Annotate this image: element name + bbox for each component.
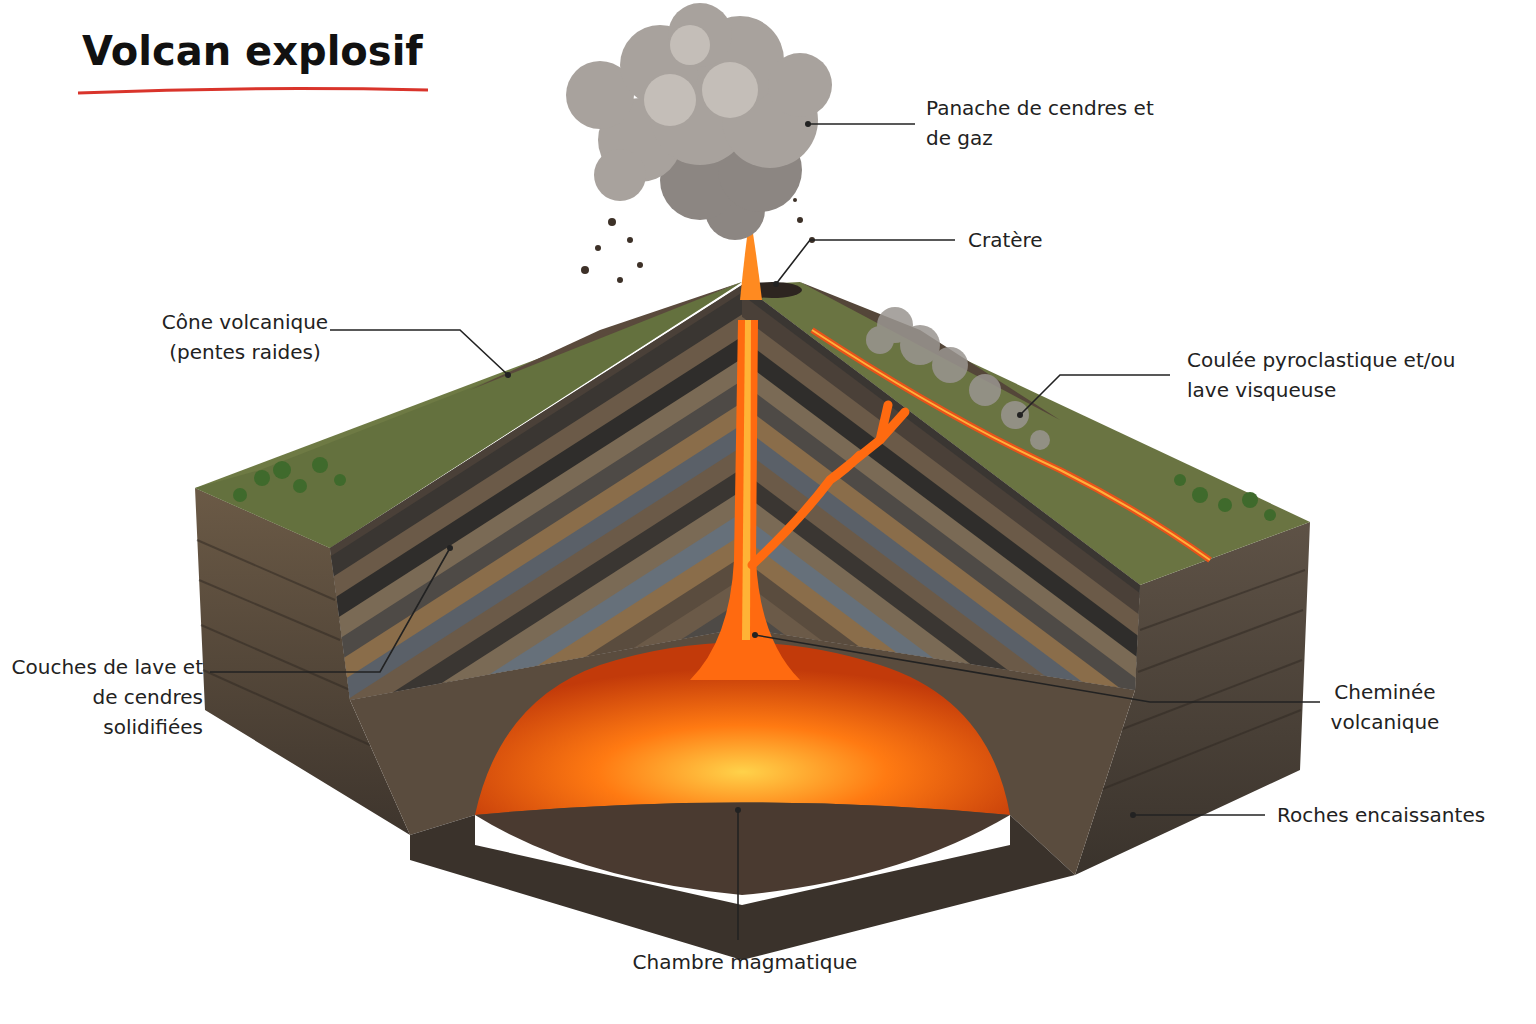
- volcanic-conduit: [690, 320, 800, 680]
- leader-line: [210, 124, 1320, 940]
- diagram-title: Volcan explosif: [82, 28, 423, 74]
- lava-flow: [812, 330, 1210, 560]
- chamber-floor: [475, 803, 1010, 896]
- part-label: Cratère: [968, 225, 1108, 255]
- part-label: Roches encaissantes: [1277, 800, 1527, 830]
- part-label: Chambre magmatique: [600, 947, 890, 977]
- ash-plume: [566, 3, 832, 283]
- leader-dot: [447, 121, 1136, 818]
- part-label: Coulée pyroclastique et/ou lave visqueus…: [1187, 345, 1457, 405]
- pyroclastic-smoke: [866, 307, 1050, 450]
- volcanic-dike: [752, 405, 905, 565]
- part-label: Cône volcanique (pentes raides): [140, 307, 350, 367]
- part-label: Panache de cendres et de gaz: [926, 93, 1161, 153]
- title-underline: [78, 89, 428, 93]
- part-label: Cheminée volcanique: [1305, 677, 1465, 737]
- part-label: Couches de lave et de cendres solidifiée…: [3, 652, 203, 742]
